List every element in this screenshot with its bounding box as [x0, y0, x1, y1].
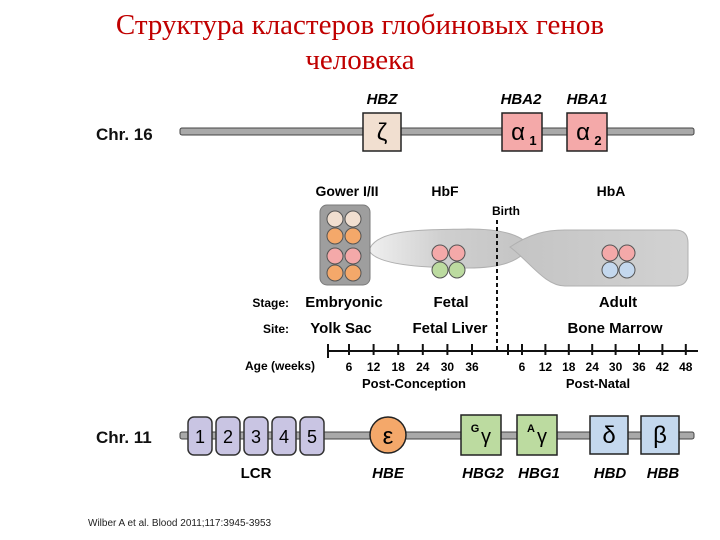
gower-tetramer-bottom [326, 247, 362, 282]
gene-subscript-alpha1: 1 [529, 133, 536, 148]
stage-adult: Adult [599, 294, 637, 311]
lcr-site-number: 2 [223, 427, 233, 447]
gene-hbd: δ HBD [589, 415, 629, 482]
gene-hbz: HBZ ζ [362, 91, 402, 152]
gene-hba1: HBA1 α 2 [566, 91, 608, 152]
stage-row-label: Stage: [252, 296, 289, 310]
chr16-label: Chr. 16 [96, 125, 153, 144]
lcr-site-box [299, 416, 325, 456]
gene-symbol-gamma-a: γ [537, 426, 547, 448]
hb-gower-label: Gower I/II [315, 183, 378, 199]
gene-prefix-hbg1: A [527, 423, 535, 435]
site-fetal-liver: Fetal Liver [412, 320, 487, 337]
age-tick-label: 18 [562, 360, 576, 374]
lcr-site-box [271, 416, 297, 456]
site-row-label: Site: [263, 322, 289, 336]
gene-name-hbd: HBD [594, 465, 627, 482]
age-axis-ticks: 6 12 18 24 30 36 6 12 18 24 30 36 42 48 [327, 344, 693, 374]
gene-name-hbb: HBB [647, 465, 680, 482]
gower-tetramer-top [326, 210, 362, 245]
hb-hba-label: HbA [597, 183, 626, 199]
gene-hbb: β HBB [640, 415, 680, 482]
gene-symbol-gamma-g: γ [481, 426, 491, 448]
hba-tetramer [601, 244, 636, 279]
age-tick-label: 30 [441, 360, 455, 374]
gene-box-hbg2 [460, 414, 502, 456]
gene-name-hba1: HBA1 [567, 91, 608, 108]
stage-embryonic: Embryonic [305, 294, 383, 311]
slide-title-line1: Структура кластеров глобиновых генов [115, 9, 605, 41]
age-tick-label: 24 [416, 360, 430, 374]
post-natal-label: Post-Natal [566, 376, 630, 391]
gene-hba2: HBA2 α 1 [501, 91, 543, 152]
age-tick-label: 30 [609, 360, 623, 374]
age-tick-label: 6 [346, 360, 353, 374]
gene-symbol-alpha2: α [576, 119, 590, 146]
gene-name-hbg1: HBG1 [518, 465, 560, 482]
gene-box-hbz [362, 112, 402, 152]
gene-name-hba2: HBA2 [501, 91, 542, 108]
gene-symbol-beta: β [653, 422, 667, 449]
gene-box-hbe [369, 416, 407, 454]
gene-symbol-alpha1: α [511, 119, 525, 146]
citation-credit: Wilber A et al. Blood 2011;117:3945-3953 [88, 518, 272, 529]
age-tick-label: 48 [679, 360, 693, 374]
age-tick-label: 36 [465, 360, 479, 374]
age-tick-label: 42 [656, 360, 670, 374]
gene-box-hba1 [566, 112, 608, 152]
gene-subscript-alpha2: 2 [594, 133, 601, 148]
lcr-label: LCR [241, 465, 272, 482]
lcr-site-number: 3 [251, 427, 261, 447]
gene-box-hbg1 [516, 414, 558, 456]
site-yolk-sac: Yolk Sac [310, 320, 371, 337]
chr16-line [179, 127, 695, 136]
gene-name-hbe: HBE [372, 465, 405, 482]
gene-box-hbd [589, 415, 629, 455]
lcr-site-number: 5 [307, 427, 317, 447]
age-tick-label: 12 [367, 360, 381, 374]
lcr-site-box [215, 416, 241, 456]
age-tick-label: 12 [539, 360, 553, 374]
lcr-site-box [187, 416, 213, 456]
gene-hbg1: A γ HBG1 [516, 414, 560, 482]
gene-name-hbg2: HBG2 [462, 465, 504, 482]
lcr-site-number: 4 [279, 427, 289, 447]
age-axis-label: Age (weeks) [245, 359, 315, 373]
slide-title-line2: человека [305, 44, 415, 76]
adult-expression-zone [509, 229, 689, 287]
age-tick-label: 6 [519, 360, 526, 374]
lcr-site-box [243, 416, 269, 456]
age-tick-label: 36 [632, 360, 646, 374]
age-tick-label: 18 [392, 360, 406, 374]
age-tick-label: 24 [586, 360, 600, 374]
gene-box-hbb [640, 415, 680, 455]
gene-hbe: ε HBE [369, 416, 407, 482]
gene-symbol-delta: δ [602, 422, 615, 449]
gene-hbg2: G γ HBG2 [460, 414, 504, 482]
stage-fetal: Fetal [433, 294, 468, 311]
birth-label: Birth [492, 204, 520, 218]
gene-symbol-zeta: ζ [377, 119, 388, 146]
lcr-site-number: 1 [195, 427, 205, 447]
site-bone-marrow: Bone Marrow [567, 320, 662, 337]
gene-box-hba2 [501, 112, 543, 152]
hb-hbf-label: HbF [431, 183, 459, 199]
gene-prefix-hbg2: G [471, 423, 480, 435]
post-conception-label: Post-Conception [362, 376, 466, 391]
gene-name-hbz: HBZ [367, 91, 399, 108]
hbf-tetramer [431, 244, 466, 279]
chr11-label: Chr. 11 [96, 428, 152, 447]
gene-symbol-epsilon: ε [383, 423, 394, 450]
